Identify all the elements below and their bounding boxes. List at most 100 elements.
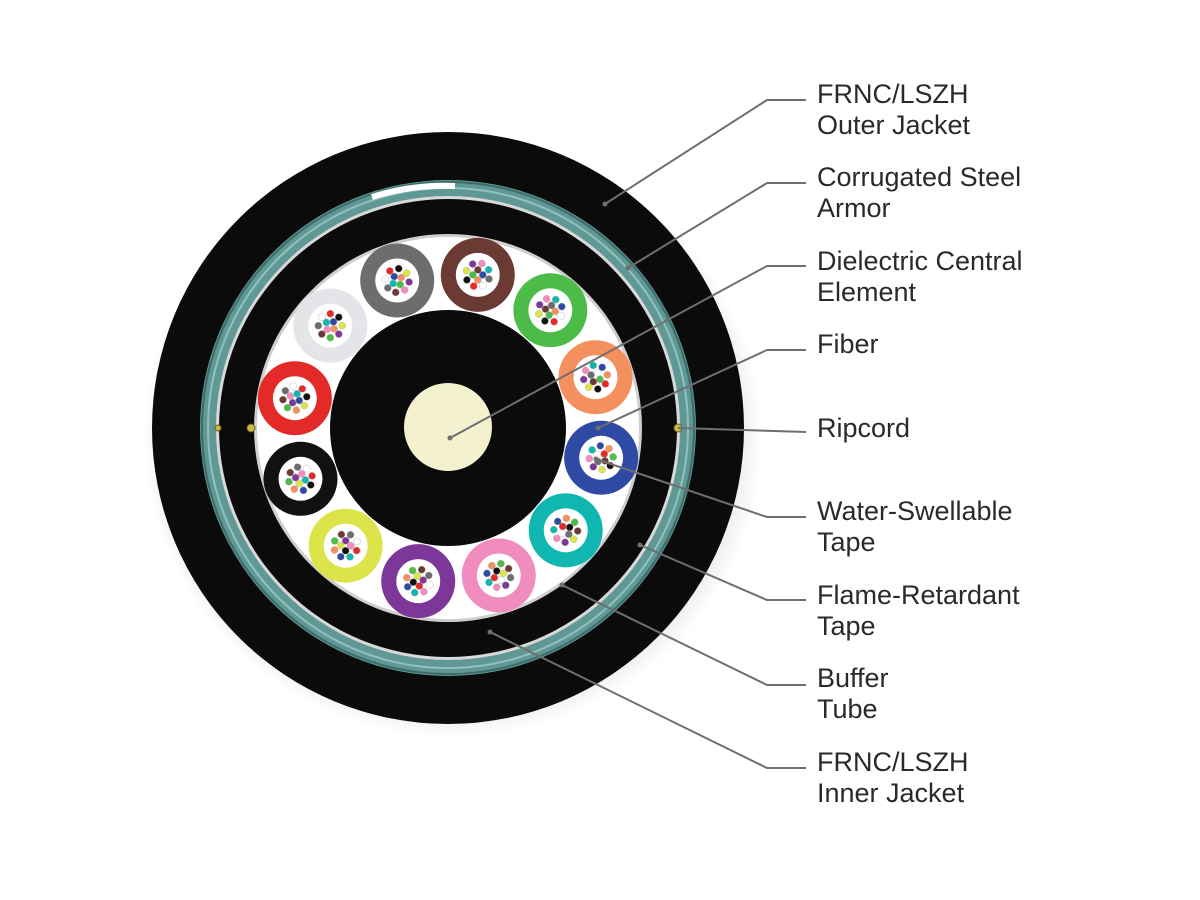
leader-buffer-tube bbox=[561, 584, 806, 686]
leader-water-tape bbox=[595, 458, 806, 518]
fiber bbox=[292, 406, 301, 414]
fiber bbox=[504, 564, 513, 573]
fiber bbox=[405, 278, 413, 286]
fiber bbox=[598, 465, 606, 474]
label-central-element-line2: Element bbox=[817, 277, 917, 307]
fiber bbox=[484, 265, 493, 274]
fiber bbox=[499, 569, 508, 578]
fiber bbox=[473, 276, 482, 284]
fiber bbox=[410, 588, 419, 597]
fiber bbox=[542, 295, 551, 303]
fiber bbox=[400, 286, 409, 294]
fiber bbox=[535, 310, 543, 318]
buffer-tube-gel bbox=[272, 376, 317, 421]
label-steel-armor: Corrugated Steel Armor bbox=[817, 162, 1021, 224]
fiber bbox=[549, 525, 558, 534]
fiber bbox=[341, 546, 350, 555]
label-inner-jacket-line1: FRNC/LSZH bbox=[817, 747, 969, 777]
buffer-tube-gel bbox=[476, 553, 521, 598]
fiber bbox=[492, 583, 501, 592]
fiber bbox=[326, 333, 335, 342]
fiber bbox=[394, 264, 403, 273]
fiber bbox=[588, 446, 596, 454]
buffer-tube-gel bbox=[573, 355, 618, 400]
dot-buffer-tube bbox=[559, 582, 565, 588]
fiber bbox=[317, 330, 326, 338]
buffer-tube-gel bbox=[323, 523, 368, 568]
label-water-tape-line1: Water-Swellable bbox=[817, 496, 1013, 526]
label-steel-armor-line1: Corrugated Steel bbox=[817, 162, 1022, 192]
fiber bbox=[352, 546, 361, 555]
buffer-tube-gel bbox=[278, 456, 323, 501]
fiber bbox=[336, 552, 345, 561]
label-fiber-line1: Fiber bbox=[817, 329, 879, 359]
fiber bbox=[306, 481, 315, 489]
fiber bbox=[579, 375, 588, 384]
fiber bbox=[550, 317, 558, 326]
fiber bbox=[488, 561, 496, 570]
fiber bbox=[593, 385, 602, 393]
fiber bbox=[551, 295, 560, 304]
fiber bbox=[469, 282, 478, 290]
buffer-tube-gel bbox=[375, 258, 420, 303]
fiber bbox=[295, 396, 304, 405]
dot-steel-armor bbox=[625, 265, 631, 271]
label-outer-jacket: FRNC/LSZH Outer Jacket bbox=[817, 79, 970, 141]
fiber bbox=[413, 572, 422, 581]
ripcord-left bbox=[246, 423, 256, 433]
fiber bbox=[293, 463, 302, 471]
fiber bbox=[290, 485, 299, 493]
fiber bbox=[535, 300, 544, 309]
fiber bbox=[330, 546, 339, 554]
buffer-tube-violet bbox=[381, 544, 456, 619]
fiber bbox=[301, 476, 310, 484]
fiber bbox=[587, 371, 595, 379]
fiber bbox=[485, 578, 493, 587]
leader-lines bbox=[449, 99, 807, 769]
fiber bbox=[334, 330, 343, 338]
fiber bbox=[353, 537, 361, 546]
buffer-tube-white bbox=[293, 288, 368, 363]
label-water-tape: Water-Swellable Tape bbox=[817, 496, 1013, 558]
fiber bbox=[299, 486, 308, 495]
label-steel-armor-line2: Armor bbox=[817, 193, 891, 223]
buffer-tube-green bbox=[513, 273, 588, 348]
buffer-tube-aqua bbox=[528, 493, 603, 568]
fiber bbox=[573, 527, 582, 535]
label-inner-jacket-line2: Inner Jacket bbox=[817, 778, 965, 808]
fiber bbox=[562, 514, 571, 523]
label-water-tape-line2: Tape bbox=[817, 527, 876, 557]
fiber bbox=[570, 518, 579, 527]
label-buffer-tube-line1: Buffer bbox=[817, 663, 889, 693]
fiber bbox=[557, 311, 565, 320]
fiber bbox=[286, 468, 295, 477]
fiber bbox=[403, 582, 412, 591]
fiber bbox=[346, 541, 355, 550]
fiber bbox=[338, 321, 347, 330]
fiber bbox=[298, 384, 307, 393]
fiber bbox=[420, 587, 428, 596]
fiber bbox=[337, 530, 346, 539]
fiber bbox=[478, 271, 487, 279]
fiber bbox=[501, 581, 510, 590]
fiber bbox=[463, 276, 471, 284]
fiber bbox=[478, 259, 486, 268]
label-ripcord-line1: Ripcord bbox=[817, 413, 911, 443]
fiber bbox=[295, 479, 304, 488]
fiber bbox=[473, 266, 482, 274]
fiber bbox=[596, 375, 604, 384]
buffer-tube-yellow bbox=[308, 508, 383, 583]
fiber bbox=[346, 530, 355, 539]
fiber bbox=[302, 464, 311, 473]
buffer-tube-orange bbox=[558, 340, 633, 415]
buffer-tube-gel bbox=[396, 559, 441, 604]
fiber bbox=[383, 284, 392, 292]
fiber bbox=[424, 571, 433, 580]
fiber bbox=[308, 472, 316, 480]
label-fiber: Fiber bbox=[817, 329, 879, 360]
fiber bbox=[283, 403, 292, 412]
fiber bbox=[425, 580, 434, 589]
fiber bbox=[381, 275, 390, 283]
fiber bbox=[468, 271, 477, 279]
armor-overlap bbox=[371, 182, 456, 200]
